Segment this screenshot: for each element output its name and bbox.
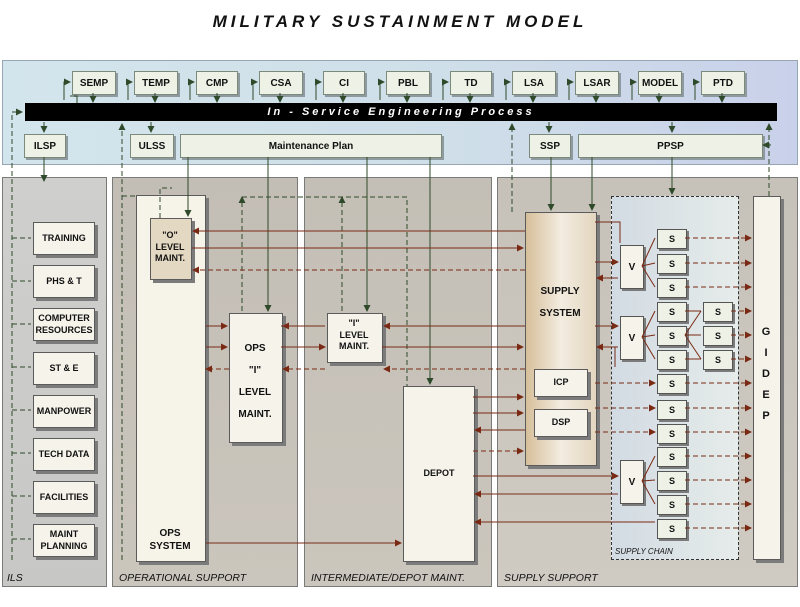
intermediate-depot-label: INTERMEDIATE/DEPOT MAINT.: [311, 572, 466, 584]
isep-label: In - Service Engineering Process: [267, 106, 535, 118]
ssp-box: SSP: [529, 134, 571, 158]
ils-item-st-e: ST & E: [33, 352, 95, 385]
supplier-box: S: [657, 326, 687, 346]
ppsp-box: PPSP: [578, 134, 763, 158]
ils-item-phs-t: PHS & T: [33, 265, 95, 298]
supplier-box: S: [657, 350, 687, 370]
csa-label: CSA: [270, 77, 292, 89]
supplier-box: S: [657, 495, 687, 515]
maint-planning-label: MAINT PLANNING: [40, 529, 88, 551]
depot-box: DEPOT: [403, 386, 475, 562]
manpower-label: MANPOWER: [36, 405, 92, 416]
supplier-box: S: [657, 374, 687, 394]
supplier-box: S: [657, 278, 687, 298]
ils-item-training: TRAINING: [33, 222, 95, 255]
temp-label: TEMP: [142, 77, 170, 89]
supplier-box: S: [657, 302, 687, 322]
icp-label: ICP: [553, 377, 569, 388]
in-service-engineering-process-bar: In - Service Engineering Process: [25, 103, 777, 121]
semp-box: SEMP: [72, 71, 116, 95]
ils-item-computer-resources: COMPUTER RESOURCES: [33, 308, 95, 341]
vendor-box-3: V: [620, 460, 644, 504]
td-box: TD: [450, 71, 492, 95]
phs-t-label: PHS & T: [46, 275, 82, 286]
training-label: TRAINING: [42, 232, 86, 243]
icp-box: ICP: [534, 369, 588, 397]
semp-label: SEMP: [79, 77, 109, 89]
ils-item-tech-data: TECH DATA: [33, 438, 95, 471]
ilsp-label: ILSP: [33, 140, 57, 152]
tech-data-label: TECH DATA: [38, 448, 90, 459]
ilsp-box: ILSP: [24, 134, 66, 158]
ppsp-label: PPSP: [657, 140, 684, 152]
vendor-box-1: V: [620, 245, 644, 289]
i-level-maint-box: [327, 313, 383, 363]
pbl-label: PBL: [398, 77, 418, 89]
model-label: MODEL: [641, 77, 679, 89]
supply-support-label: SUPPLY SUPPORT: [504, 572, 598, 584]
maintenance-plan-box: Maintenance Plan: [180, 134, 442, 158]
ulss-box: ULSS: [130, 134, 174, 158]
dsp-box: DSP: [534, 409, 588, 437]
pbl-box: PBL: [386, 71, 430, 95]
sub-supplier-box: S: [703, 302, 733, 322]
dsp-label: DSP: [551, 417, 571, 428]
ci-box: CI: [323, 71, 365, 95]
cmp-label: CMP: [205, 77, 229, 89]
csa-box: CSA: [259, 71, 303, 95]
supplier-box: S: [657, 229, 687, 249]
ci-label: CI: [339, 77, 349, 89]
ops-i-level-maint-box: [229, 313, 283, 443]
computer-resources-label: COMPUTER RESOURCES: [35, 313, 93, 335]
ptd-label: PTD: [713, 77, 733, 89]
diagram-title: MILITARY SUSTAINMENT MODEL: [212, 12, 588, 31]
sub-supplier-box: S: [703, 350, 733, 370]
gidep-box: [753, 196, 781, 560]
cmp-box: CMP: [196, 71, 238, 95]
lsa-box: LSA: [512, 71, 556, 95]
ils-item-manpower: MANPOWER: [33, 395, 95, 428]
depot-label: DEPOT: [423, 468, 455, 479]
vendor-box-2: V: [620, 316, 644, 360]
ptd-box: PTD: [701, 71, 745, 95]
supplier-box: S: [657, 424, 687, 444]
supplier-box: S: [657, 400, 687, 420]
lsar-label: LSAR: [583, 77, 611, 89]
td-label: TD: [464, 77, 478, 89]
sub-supplier-box: S: [703, 326, 733, 346]
model-box: MODEL: [638, 71, 682, 95]
st-e-label: ST & E: [49, 362, 79, 373]
lsa-label: LSA: [524, 77, 544, 89]
ssp-label: SSP: [539, 140, 560, 152]
ils-item-facilities: FACILITIES: [33, 481, 95, 514]
temp-box: TEMP: [134, 71, 178, 95]
ulss-label: ULSS: [138, 140, 166, 152]
ils-item-maint-planning: MAINT PLANNING: [33, 524, 95, 557]
maintenance-plan-label: Maintenance Plan: [268, 140, 354, 152]
supplier-box: S: [657, 447, 687, 467]
operational-support-label: OPERATIONAL SUPPORT: [119, 572, 247, 584]
supplier-box: S: [657, 254, 687, 274]
supplier-box: S: [657, 519, 687, 539]
supply-chain-label: SUPPLY CHAIN: [615, 547, 673, 556]
facilities-label: FACILITIES: [39, 491, 89, 502]
o-level-maint-box: [150, 218, 192, 280]
lsar-box: LSAR: [575, 71, 619, 95]
ils-panel-label: ILS: [7, 572, 23, 584]
supplier-box: S: [657, 471, 687, 491]
